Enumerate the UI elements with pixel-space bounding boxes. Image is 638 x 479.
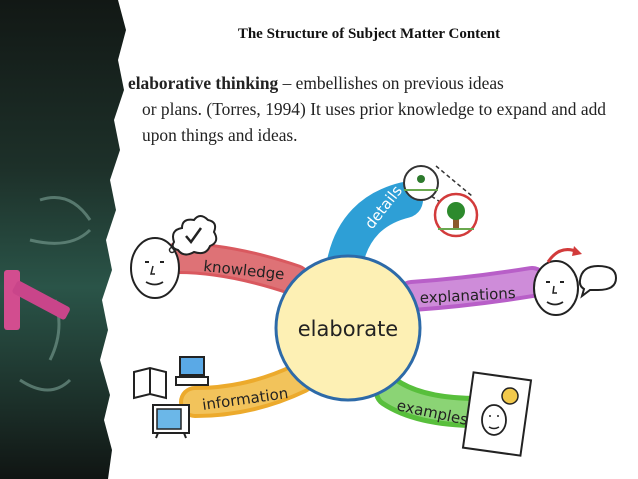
television-icon	[152, 404, 190, 439]
computer-icon	[175, 356, 209, 386]
tree-magnify-icon	[403, 165, 479, 238]
definition-paragraph: elaborative thinking – embellishes on pr…	[128, 70, 606, 148]
knowledge-branch	[162, 242, 311, 296]
explanations-label: explanations	[419, 284, 516, 307]
slide-title: The Structure of Subject Matter Content	[237, 26, 501, 42]
center-node	[274, 254, 422, 402]
center-label: elaborate	[298, 317, 398, 341]
defined-term: elaborative thinking	[128, 73, 279, 93]
definition-first-line: – embellishes on previous ideas	[278, 73, 504, 93]
pink-chalk-stick-icon	[12, 281, 70, 320]
speaking-face-icon	[533, 246, 618, 316]
book-icon	[133, 366, 167, 400]
thinking-face-icon	[130, 215, 218, 299]
definition-continuation: or plans. (Torres, 1994) It uses prior k…	[142, 99, 606, 145]
example-picture-icon	[461, 371, 533, 457]
details-branch	[327, 182, 423, 280]
chalkboard-decoration	[4, 0, 160, 479]
